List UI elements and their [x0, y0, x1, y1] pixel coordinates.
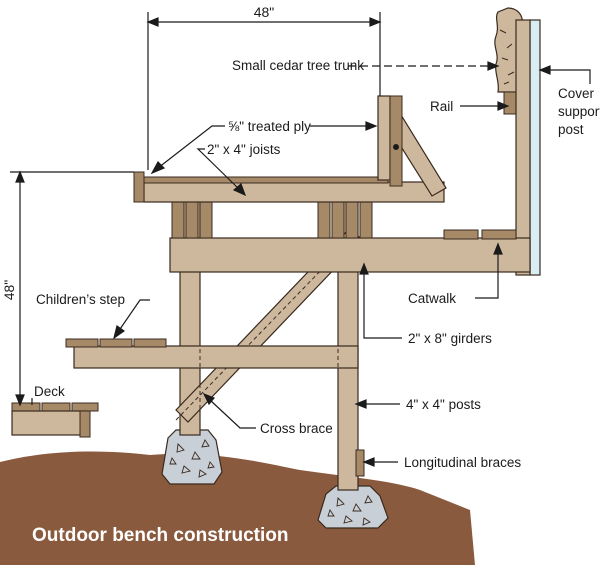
cross-brace-label: Cross brace: [260, 421, 333, 436]
horizontal-dimension: [146, 12, 382, 170]
diagram-caption: Outdoor bench construction: [32, 525, 289, 546]
joist-6: [345, 201, 359, 239]
cedar-trunk-label: Small cedar tree trunk: [232, 58, 364, 73]
backrest-upright: [377, 95, 391, 181]
catwalk-board-1: [443, 229, 479, 240]
cover-label: Cover: [558, 86, 595, 101]
vertical-dimension: [10, 170, 134, 407]
left-footing: [161, 429, 223, 485]
step-board-1: [65, 338, 99, 348]
step-board-2: [99, 338, 133, 348]
upper-girder: [169, 237, 531, 273]
step-board-3: [133, 338, 167, 348]
support-label: support: [558, 104, 600, 119]
joist-1: [171, 201, 185, 239]
deck-label: Deck: [34, 384, 65, 399]
deck-board-2: [41, 402, 71, 412]
joist-2: [185, 201, 199, 239]
catwalk-board-2: [481, 229, 517, 240]
vertical-dimension-label: 48": [1, 280, 17, 301]
seat-front-lip: [133, 171, 145, 203]
childrens-step-label: Children’s step: [36, 292, 125, 307]
lower-girder: [73, 345, 359, 369]
joist-7: [359, 201, 373, 239]
longitudinal-braces-label: Longitudinal braces: [404, 455, 521, 470]
catwalk-label: Catwalk: [408, 291, 456, 306]
joist-5: [331, 201, 345, 239]
post-label: post: [558, 122, 584, 137]
posts-label: 4" x 4" posts: [406, 397, 481, 412]
girders-label: 2" x 8" girders: [408, 331, 492, 346]
deck-post: [79, 410, 91, 438]
joist-4: [317, 201, 331, 239]
cover-support-post: [529, 19, 541, 276]
backrest-upright-2: [389, 95, 403, 187]
backrest-bolt: [393, 144, 399, 150]
longitudinal-brace: [355, 449, 365, 477]
rail: [515, 19, 531, 276]
deck-board-1: [11, 402, 41, 412]
deck-board-3: [71, 402, 99, 412]
treated-ply: [143, 176, 389, 184]
joist-3: [199, 201, 213, 239]
right-footing: [317, 485, 389, 529]
horizontal-dimension-label: 48": [254, 4, 275, 20]
deck-beam: [11, 410, 89, 436]
rail-label: Rail: [430, 99, 453, 114]
leader-lines: [31, 61, 591, 467]
treated-ply-label: ⅝" treated ply: [228, 119, 311, 134]
joists-label: 2" x 4" joists: [207, 142, 281, 157]
